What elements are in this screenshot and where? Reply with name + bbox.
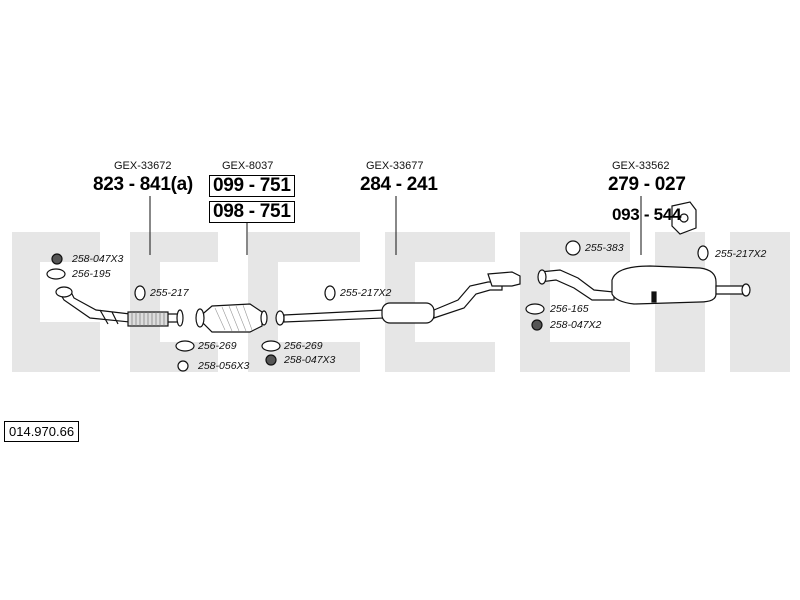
- part-number-2b: 098 - 751: [209, 201, 295, 223]
- hardware-label: 255-217X2: [715, 248, 767, 260]
- part-number-4b: 093 - 544: [612, 205, 682, 224]
- part-number-2: 099 - 751: [209, 175, 295, 197]
- front-pipe: [55, 286, 184, 327]
- group-code-1: GEX-33672: [114, 160, 172, 172]
- part-number-4: 279 - 027: [608, 174, 686, 195]
- center-pipe: [275, 271, 521, 326]
- hardware-label: 258-056X3: [198, 360, 250, 372]
- group-code-3: GEX-33677: [366, 160, 424, 172]
- group-code-2: GEX-8037: [222, 160, 274, 172]
- catalytic-converter: [195, 303, 268, 333]
- hardware-label: 258-047X3: [284, 354, 336, 366]
- group-code-4: GEX-33562: [612, 160, 670, 172]
- part-number-3: 284 - 241: [360, 174, 438, 195]
- hardware-label: 256-269: [284, 340, 323, 352]
- hardware-label: 258-047X3: [72, 253, 124, 265]
- hardware-label: 255-383: [585, 242, 624, 254]
- hardware-symbols: [46, 240, 709, 372]
- hardware-label: 255-217: [150, 287, 189, 299]
- hardware-label: 256-165: [550, 303, 589, 315]
- rear-silencer: [537, 265, 751, 305]
- bracket-part: [671, 201, 697, 235]
- hardware-label: 256-195: [72, 268, 111, 280]
- hardware-label: 256-269: [198, 340, 237, 352]
- part-number-1: 823 - 841(a): [93, 174, 193, 195]
- hardware-label: 255-217X2: [340, 287, 392, 299]
- reference-number: 014.970.66: [4, 421, 80, 442]
- hardware-label: 258-047X2: [550, 319, 602, 331]
- leader-lines: [149, 196, 642, 255]
